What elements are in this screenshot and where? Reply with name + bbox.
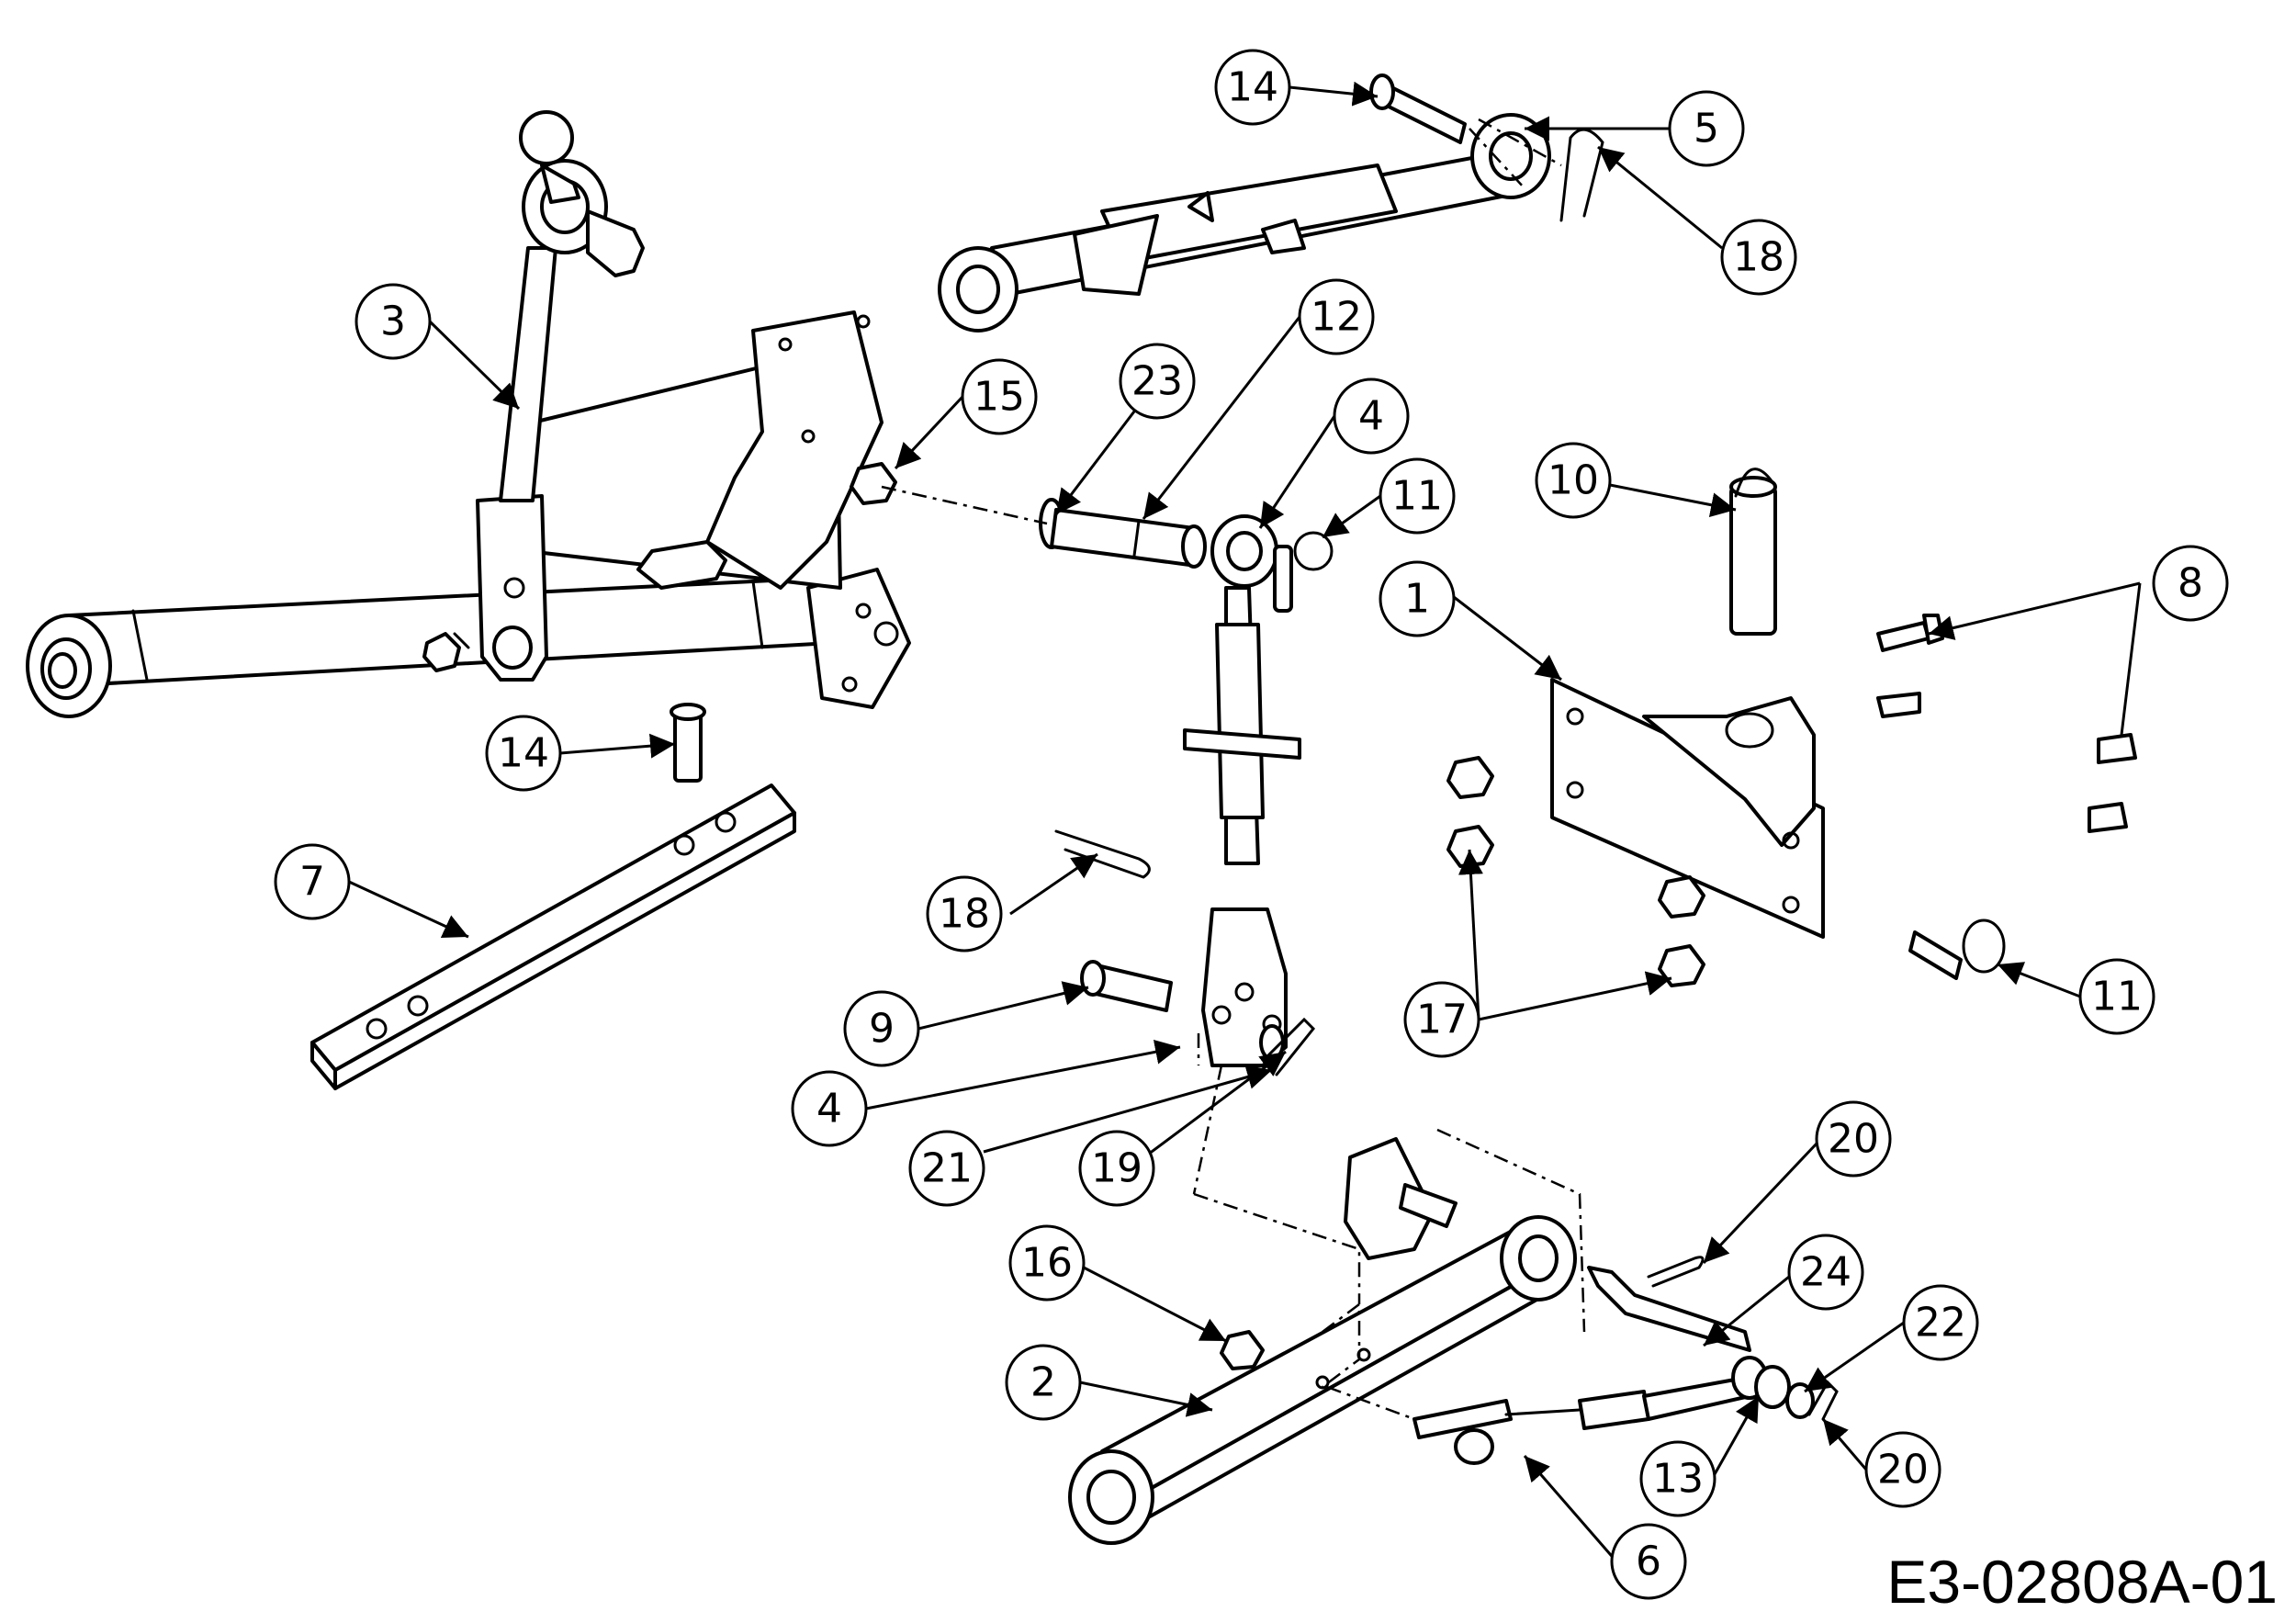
callout-label: 7 — [299, 859, 325, 906]
callout-label: 16 — [1021, 1240, 1073, 1287]
callout-label: 14 — [498, 730, 549, 777]
leader-lines — [348, 81, 2142, 1562]
callout-2: 2 — [1005, 1344, 1082, 1421]
part-pin-lower — [670, 703, 706, 783]
callout-label: 4 — [1358, 393, 1384, 440]
callout-8: 8 — [2152, 545, 2229, 622]
callout-label: 6 — [1636, 1538, 1661, 1585]
callout-14: 14 — [485, 715, 562, 792]
callout-label: 19 — [1091, 1145, 1142, 1192]
callout-5: 5 — [1668, 90, 1745, 167]
callout-label: 18 — [1733, 234, 1784, 281]
callout-22: 22 — [1902, 1284, 1979, 1361]
callout-20: 20 — [1815, 1100, 1892, 1178]
callout-label: 12 — [1311, 294, 1362, 341]
part-nut-16 — [1220, 1330, 1265, 1370]
callout-1: 1 — [1379, 560, 1456, 637]
callout-label: 18 — [939, 891, 990, 938]
callout-6: 6 — [1610, 1523, 1687, 1600]
callout-11: 11 — [1379, 457, 1456, 535]
callout-label: 20 — [1877, 1447, 1929, 1493]
callout-label: 5 — [1694, 106, 1719, 152]
callout-label: 3 — [380, 299, 406, 345]
part-bolts — [1876, 614, 2137, 833]
part-flat-bar — [310, 783, 796, 1090]
callout-label: 2 — [1030, 1359, 1056, 1406]
callout-label: 20 — [1828, 1116, 1879, 1163]
part-top-link — [938, 113, 1551, 332]
callout-11: 11 — [2078, 958, 2155, 1035]
callout-label: 8 — [2178, 560, 2203, 607]
callout-19: 19 — [1078, 1130, 1155, 1207]
callout-4: 4 — [1333, 378, 1410, 455]
part-ring-pin-right — [1908, 919, 2006, 980]
drawing-code: E3-02808A-01 — [1886, 1548, 2278, 1616]
callout-label: 13 — [1652, 1456, 1704, 1503]
callout-label: 11 — [1391, 473, 1443, 520]
part-stabiliser-chain — [1412, 1266, 1839, 1465]
callout-13: 13 — [1639, 1440, 1716, 1517]
callout-12: 12 — [1298, 278, 1375, 355]
callout-label: 24 — [1800, 1249, 1851, 1296]
callout-7: 7 — [274, 843, 351, 920]
part-clip-middle — [1054, 829, 1151, 879]
callout-20: 20 — [1864, 1431, 1941, 1508]
callout-label: 23 — [1131, 358, 1183, 405]
callout-18: 18 — [1720, 219, 1797, 296]
callout-16: 16 — [1008, 1224, 1086, 1302]
callout-10: 10 — [1535, 442, 1612, 519]
callout-21: 21 — [908, 1130, 985, 1207]
part-large-pin — [1729, 468, 1777, 636]
callout-label: 15 — [974, 374, 1025, 421]
part-bracket-plate — [1550, 678, 1825, 939]
callout-15: 15 — [961, 358, 1038, 435]
callout-label: 22 — [1915, 1300, 1966, 1347]
callout-label: 9 — [869, 1006, 895, 1053]
part-clip-top — [1559, 128, 1604, 222]
part-pin-9 — [1080, 960, 1173, 1012]
part-pin-top — [1369, 73, 1467, 144]
callout-label: 14 — [1227, 64, 1278, 111]
part-nut-15 — [850, 462, 897, 505]
part-washer-and-pin — [1039, 498, 1207, 569]
part-left-lift-arm — [26, 110, 911, 718]
callout-18: 18 — [926, 875, 1003, 952]
part-lower-link-arm — [1068, 1137, 1577, 1545]
callout-label: 17 — [1416, 997, 1468, 1043]
callout-label: 1 — [1404, 576, 1430, 623]
part-lift-rod — [1183, 514, 1301, 1067]
callout-label: 11 — [2091, 974, 2143, 1020]
callout-14: 14 — [1214, 49, 1291, 126]
callout-label: 4 — [816, 1086, 842, 1133]
callout-17: 17 — [1403, 981, 1480, 1058]
callout-4: 4 — [791, 1070, 868, 1147]
part-clip-right-top — [1647, 1256, 1705, 1288]
callout-3: 3 — [355, 283, 432, 360]
callout-23: 23 — [1119, 343, 1196, 420]
callout-9: 9 — [843, 990, 920, 1067]
callout-label: 21 — [921, 1145, 973, 1192]
callout-24: 24 — [1787, 1234, 1864, 1311]
callout-label: 10 — [1548, 457, 1599, 504]
part-ring-pin-upper — [1273, 531, 1334, 613]
